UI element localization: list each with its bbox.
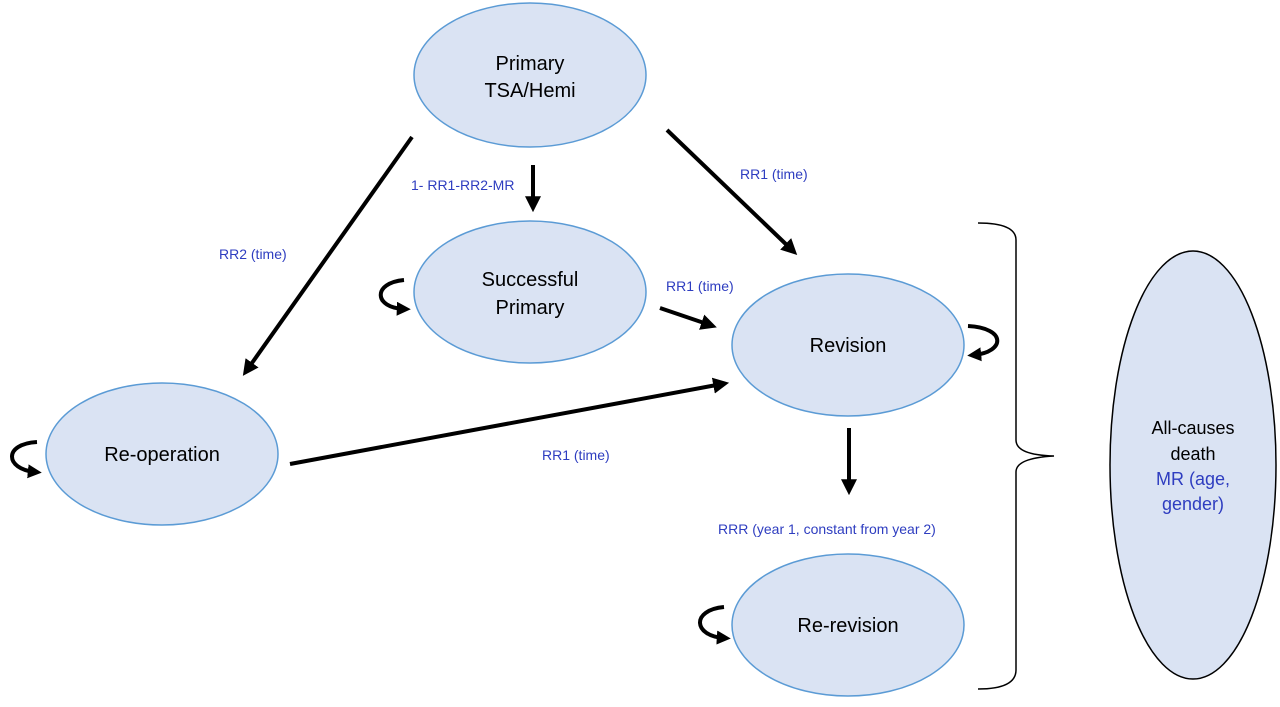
edge-label-primary-to-revision: RR1 (time) [740,166,808,182]
self-loop-rerevision-icon [698,605,731,645]
edge-label-primary-to-reoperation: RR2 (time) [219,246,287,262]
arrow-successful-to-revision [659,306,717,330]
arrow-primary-to-revision [665,128,798,255]
node-death-line2: death [1170,444,1215,464]
node-revision [731,273,965,417]
node-primary [413,2,647,148]
death-bracket [977,222,1055,690]
node-death-line4: gender) [1162,494,1224,514]
node-death-line1: All-causes [1151,418,1234,438]
arrow-primary-to-reoperation [242,135,414,376]
node-primary-line2: TSA/Hemi [484,80,575,102]
node-reoperation-label: Re-operation [104,444,220,466]
self-loop-revision-icon [967,324,1000,362]
node-primary-line1: Primary [496,53,565,75]
edge-label-revision-to-rerevision: RRR (year 1, constant from year 2) [718,521,936,537]
self-loop-successful-icon [378,278,411,316]
self-loop-reoperation-icon [10,440,42,479]
edge-label-reoperation-to-revision: RR1 (time) [542,447,610,463]
node-rerevision [731,553,965,697]
node-successful-line1: Successful [482,269,579,291]
node-all-causes-death [1109,250,1277,680]
edge-label-successful-to-revision: RR1 (time) [666,278,734,294]
edge-label-primary-to-successful: 1- RR1-RR2-MR [411,177,514,193]
node-reoperation [45,382,279,526]
node-successful-line2: Primary [496,297,565,319]
node-death-line3: MR (age, [1156,469,1230,489]
node-rerevision-label: Re-revision [797,615,898,637]
node-revision-label: Revision [810,335,887,357]
node-successful-primary [413,220,647,364]
arrow-reoperation-to-revision [289,377,730,466]
